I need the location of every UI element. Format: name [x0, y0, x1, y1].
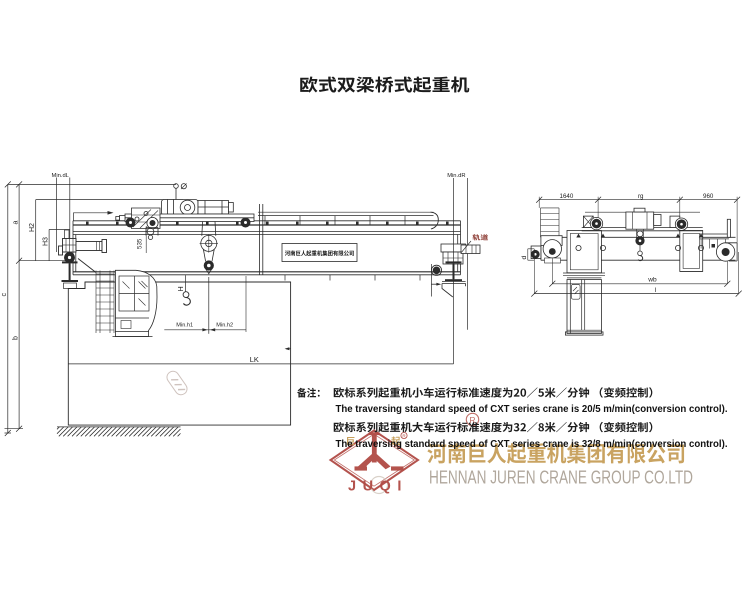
svg-text:Min.h1: Min.h1 — [176, 323, 193, 329]
svg-text:Min.dL: Min.dL — [52, 173, 70, 179]
svg-text:a: a — [13, 221, 20, 225]
svg-text:H: H — [176, 286, 185, 291]
svg-text:R: R — [469, 415, 475, 425]
svg-text:d: d — [521, 256, 528, 260]
svg-text:R: R — [402, 434, 406, 439]
svg-text:b: b — [13, 336, 20, 340]
svg-text:H3: H3 — [43, 237, 50, 246]
svg-text:c: c — [1, 293, 8, 297]
svg-text:H2: H2 — [29, 223, 36, 232]
svg-text:rg: rg — [638, 193, 644, 200]
svg-text:LK: LK — [250, 355, 259, 364]
svg-text:HENNAN JUREN CRANE GROUP CO.LT: HENNAN JUREN CRANE GROUP CO.LTD — [429, 467, 693, 488]
svg-text:535: 535 — [137, 238, 144, 249]
svg-text:The traversing standard speed: The traversing standard speed of CXT ser… — [336, 404, 728, 415]
svg-text:l: l — [655, 287, 657, 294]
svg-text:JUQI: JUQI — [348, 478, 408, 494]
svg-text:960: 960 — [703, 193, 714, 200]
svg-text:Min.h2: Min.h2 — [216, 323, 233, 329]
svg-text:wb: wb — [647, 277, 657, 284]
svg-text:Min.dR: Min.dR — [447, 173, 465, 179]
svg-text:1640: 1640 — [560, 193, 574, 200]
svg-text:The traversing standard speed: The traversing standard speed of CXT ser… — [336, 439, 728, 450]
